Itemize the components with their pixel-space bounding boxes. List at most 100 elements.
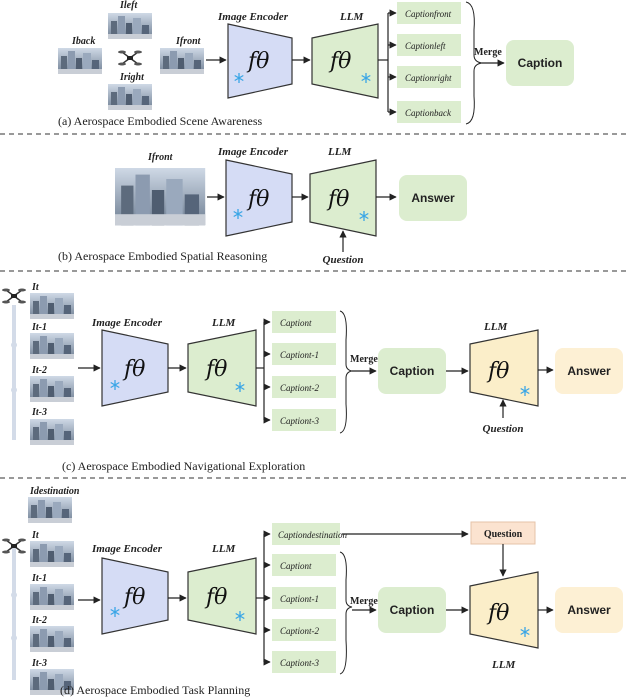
caption-box-c-2 [272,376,336,398]
image-c-0-label: It [31,282,40,293]
answer-box-c [555,348,623,394]
caption-c-1: Captiont-1 [280,350,319,360]
image-encoder-header-d: Image Encoder [91,543,163,555]
image-back-label: Iback [71,36,95,47]
image-encoder-a [227,23,293,99]
caption-box-a-0 [397,2,461,24]
section-a: Ileft Iback Ifront Iright Image Encoder … [58,0,574,128]
question-c: Question [483,423,524,435]
caption-box-c-1 [272,343,336,365]
image-encoder-header-b: Image Encoder [217,146,289,158]
caption-output-a [506,40,574,86]
image-right-label: Iright [119,72,145,83]
f-theta-encoder-c: fθ [122,357,145,382]
f-theta-encoder-a: fθ [246,49,269,74]
image-c-0 [30,293,74,319]
image-back [58,48,102,74]
section-b: Ifront Image Encoder fθ LLM fθ Question … [58,146,467,266]
section-c-label: (c) Aerospace Embodied Navigational Expl… [62,459,305,473]
image-encoder-b [225,159,293,237]
llm-b [309,159,377,237]
caption-output-text-a: Caption [518,56,563,70]
section-b-label: (b) Aerospace Embodied Spatial Reasoning [58,249,267,263]
answer-box-b [399,175,467,221]
image-encoder-header-a: Image Encoder [217,11,289,23]
llm-header-a: LLM [339,11,364,23]
section-a-label: (a) Aerospace Embodied Scene Awareness [58,114,262,128]
caption-output-text-d: Caption [390,603,435,617]
image-d-4-label: It-3 [31,658,47,669]
drone-icon [1,287,27,305]
f-theta-llm-a: fθ [328,49,351,74]
llm-header-d2: LLM [491,659,516,671]
caption-d-3: Captiont-2 [280,626,320,636]
caption-a-1: Captionleft [405,41,446,51]
llm-header-b: LLM [327,146,352,158]
caption-c-0: Captiont [280,318,312,328]
caption-box-d-0 [272,523,340,545]
caption-box-a-3 [397,101,461,123]
answer-text-c: Answer [567,364,611,378]
image-left-label: Ileft [119,0,138,11]
image-front [160,48,204,74]
image-c-3-label: It-3 [31,407,47,418]
question-d: Question [484,529,523,540]
section-c: It It-1 It-2 It-3 Image Encoder fθ LLM f… [1,282,623,473]
f-theta-llm-d2: fθ [486,601,509,626]
answer-box-d [555,587,623,633]
image-encoder-header-c: Image Encoder [91,317,163,329]
caption-box-d-2 [272,587,336,609]
llm-header-c2: LLM [483,321,508,333]
llm-a [311,23,379,99]
caption-box-c-0 [272,311,336,333]
image-d-1 [30,541,74,567]
caption-box-c-3 [272,409,336,431]
answer-text-b: Answer [411,191,455,205]
caption-d-2: Captiont-1 [280,594,319,604]
image-d-3 [30,626,74,652]
caption-d-4: Captiont-3 [280,658,320,668]
image-d-1-label: It [31,530,40,541]
image-c-2-label: It-2 [31,365,47,376]
f-theta-encoder-d: fθ [122,585,145,610]
image-encoder-d [101,557,169,635]
image-d-2 [30,584,74,610]
llm-header-c: LLM [211,317,236,329]
caption-box-a-2 [397,66,461,88]
image-d-3-label: It-2 [31,615,47,626]
caption-output-d [378,587,446,633]
f-theta-llm-c2: fθ [486,359,509,384]
caption-d-0: Captiondestination [278,530,348,540]
answer-text-d: Answer [567,603,611,617]
merge-label-a: Merge [474,47,502,58]
caption-box-d-3 [272,619,336,641]
image-left [108,13,152,39]
caption-box-a-1 [397,34,461,56]
caption-c-2: Captiont-2 [280,383,320,393]
caption-output-c [378,348,446,394]
f-theta-encoder-b: fθ [246,187,269,212]
section-d: Idestination It It-1 It-2 It-3 Image Enc… [1,486,623,697]
llm-c2 [469,329,539,407]
f-theta-llm-b: fθ [326,187,349,212]
image-b [115,168,206,226]
merge-label-c: Merge [350,354,378,365]
caption-box-d-4 [272,651,336,673]
caption-a-0: Captionfront [405,9,452,19]
merge-label-d: Merge [350,596,378,607]
image-c-3 [30,419,74,445]
caption-a-2: Captionright [405,73,452,83]
image-d-2-label: It-1 [31,573,47,584]
f-theta-llm-d: fθ [204,585,227,610]
caption-c-3: Captiont-3 [280,416,320,426]
image-c-1 [30,333,74,359]
section-d-label: (d) Aerospace Embodied Task Planning [60,683,250,697]
drone-icon [117,49,143,67]
caption-output-text-c: Caption [390,364,435,378]
image-d-0 [28,497,72,523]
image-b-label: Ifront [147,152,174,163]
image-front-label: Ifront [175,36,202,47]
image-c-2 [30,376,74,402]
caption-d-1: Captiont [280,561,312,571]
